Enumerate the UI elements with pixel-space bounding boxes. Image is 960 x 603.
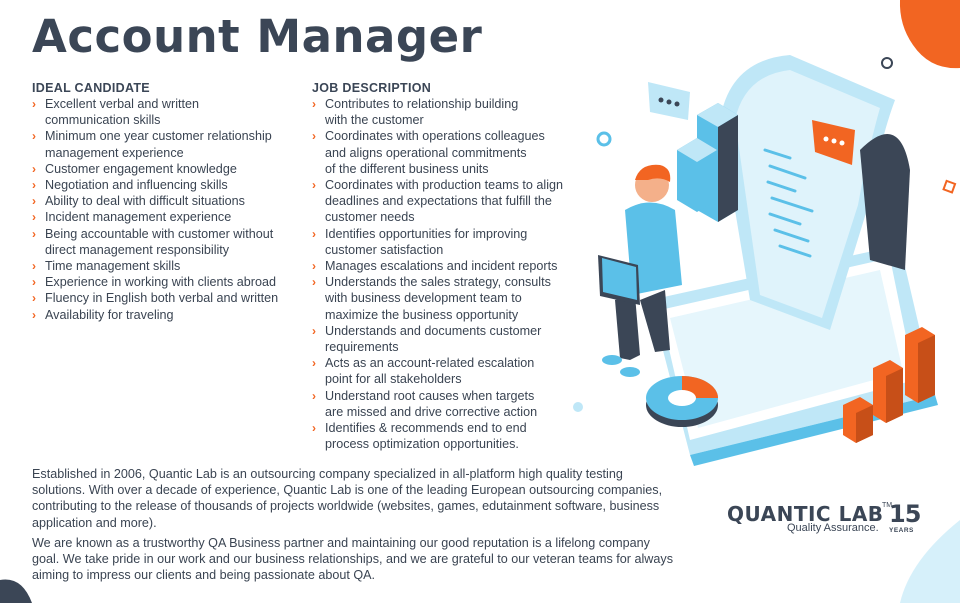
pie-chart-illustration [646,376,718,427]
chevron-right-icon: › [312,388,316,403]
chevron-right-icon: › [312,356,316,371]
list-item: ›Understand root causes when targets are… [312,388,538,419]
chevron-right-icon: › [312,178,316,193]
chevron-right-icon: › [32,129,36,144]
about-paragraph-1: Established in 2006, Quantic Lab is an o… [32,467,663,530]
logo-tagline: Quality Assurance. [787,522,879,534]
corner-blue-shape [900,520,960,603]
chevron-right-icon: › [312,226,316,241]
cube-stack-illustration [677,103,738,222]
chevron-right-icon: › [32,291,36,306]
chevron-right-icon: › [312,421,316,436]
chevron-right-icon: › [32,259,36,274]
list-item: ›Manages escalations and incident report… [312,259,558,274]
ideal-candidate-list: ›Excellent verbal and written communicat… [32,96,302,323]
list-item: ›Fluency in English both verbal and writ… [32,291,279,306]
list-item: ›Incident management experience [32,210,232,225]
page-title: Account Manager [32,10,483,63]
chevron-right-icon: › [312,259,316,274]
list-item: ›Coordinates with production teams to al… [312,178,564,225]
chevron-right-icon: › [32,194,36,209]
logo-years-label: YEARS [889,527,914,534]
chevron-right-icon: › [312,323,316,338]
list-item: ›Coordinates with operations colleagues … [312,129,545,176]
list-item: ›Excellent verbal and written communicat… [32,97,200,128]
list-item: ›Experience in working with clients abro… [32,275,277,290]
list-item: ›Minimum one year customer relationship … [32,129,272,160]
ring-icon [596,131,612,147]
ring-icon [881,57,893,69]
chevron-right-icon: › [312,97,316,111]
chevron-right-icon: › [32,210,36,225]
list-item: ›Being accountable with customer without… [32,226,274,257]
list-item: ›Customer engagement knowledge [32,161,237,176]
list-item: ›Negotiation and influencing skills [32,178,228,193]
about-paragraph-2: We are known as a trustworthy QA Busines… [32,535,673,583]
square-icon [942,179,957,194]
chevron-right-icon: › [312,275,316,290]
list-item: ›Understands the sales strategy, consult… [312,275,551,322]
logo-wordmark: QUANTIC LAB [727,502,884,526]
list-item: ›Availability for traveling [32,307,174,322]
logo-trademark: TM [882,502,893,509]
chevron-right-icon: › [32,161,36,176]
chat-bubble-illustration [648,82,855,165]
corner-slate-shape [0,579,32,603]
chevron-right-icon: › [32,97,36,111]
chevron-right-icon: › [32,275,36,290]
dot-icon [573,402,583,412]
job-description-list: ›Contributes to relationship building wi… [312,96,587,452]
corner-orange-shape [899,0,960,69]
job-description-heading: JOB DESCRIPTION [312,81,432,95]
chevron-right-icon: › [312,129,316,144]
chevron-right-icon: › [32,178,36,193]
quantic-lab-logo: QUANTIC LAB TM Quality Assurance. 15 YEA… [727,500,927,540]
list-item: ›Time management skills [32,259,181,274]
list-item: ›Acts as an account-related escalation p… [312,356,535,387]
list-item: ›Contributes to relationship building wi… [312,97,519,128]
company-description: Established in 2006, Quantic Lab is an o… [32,466,702,587]
ideal-candidate-section: IDEAL CANDIDATE ›Excellent verbal and wr… [32,81,302,323]
person-illustration [598,164,682,377]
bar-chart-illustration [843,327,935,443]
logo-years-number: 15 [889,500,921,528]
list-item: ›Ability to deal with difficult situatio… [32,194,245,209]
ideal-candidate-heading: IDEAL CANDIDATE [32,81,150,95]
list-item: ›Understands and documents customer requ… [312,323,542,355]
chevron-right-icon: › [32,307,36,322]
illustration [573,55,957,466]
list-item: ›Identifies opportunities for improving … [312,226,528,257]
job-description-section: JOB DESCRIPTION ›Contributes to relation… [312,81,587,452]
chevron-right-icon: › [32,226,36,241]
list-item: ›Identifies & recommends end to end proc… [312,421,527,452]
